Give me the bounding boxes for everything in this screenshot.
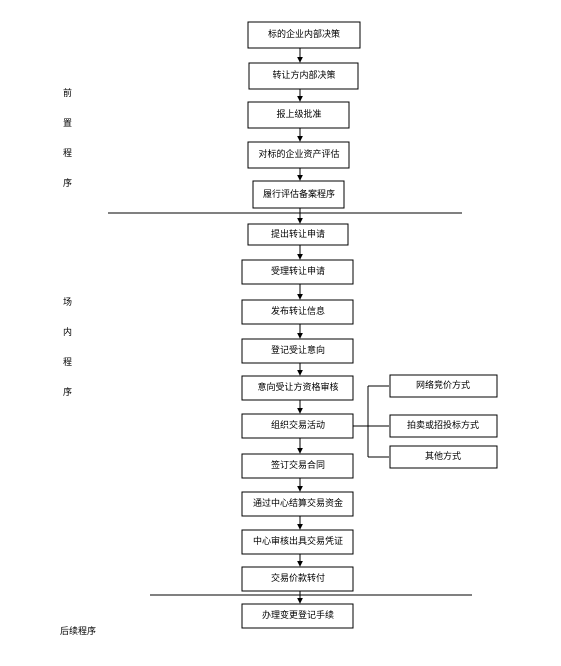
trade-method-box: 拍卖或招投标方式 — [389, 414, 498, 438]
stage-char: 置 — [63, 118, 72, 129]
step-label: 对标的企业资产评估 — [258, 148, 339, 160]
step-box: 签订交易合同 — [241, 453, 354, 479]
step-label: 办理变更登记手续 — [262, 609, 334, 621]
stage-char: 场 — [63, 297, 72, 308]
stage-label-onsite: 场 内 程 序 — [63, 297, 72, 398]
step-label: 通过中心结算交易资金 — [253, 497, 343, 509]
step-box: 通过中心结算交易资金 — [241, 491, 354, 517]
step-label: 签订交易合同 — [271, 459, 325, 471]
trade-method-label: 拍卖或招投标方式 — [407, 419, 479, 431]
step-box: 办理变更登记手续 — [241, 603, 354, 629]
step-box: 受理转让申请 — [241, 259, 354, 285]
stage-label-post: 后续程序 — [60, 625, 96, 637]
step-box: 履行评估备案程序 — [252, 180, 345, 209]
stage-char: 内 — [63, 326, 72, 338]
step-box: 交易价款转付 — [241, 566, 354, 592]
step-box: 发布转让信息 — [241, 299, 354, 325]
step-box: 对标的企业资产评估 — [247, 141, 350, 169]
trade-method-connectors — [353, 385, 389, 458]
step-box: 报上级批准 — [247, 101, 350, 129]
trade-method-box: 网络竞价方式 — [389, 374, 498, 398]
step-box: 组织交易活动 — [241, 413, 354, 439]
step-label: 登记受让意向 — [271, 344, 325, 356]
step-label: 标的企业内部决策 — [268, 28, 340, 40]
step-label: 履行评估备案程序 — [263, 188, 335, 200]
step-label: 报上级批准 — [276, 108, 321, 120]
step-box: 提出转让申请 — [247, 223, 349, 246]
step-box: 登记受让意向 — [241, 338, 354, 364]
stage-label-pre: 前 置 程 序 — [63, 87, 72, 189]
trade-method-label: 其他方式 — [425, 450, 461, 462]
step-box: 标的企业内部决策 — [247, 21, 361, 49]
stage-char: 程 — [63, 148, 72, 159]
stage-char: 程 — [63, 357, 72, 368]
step-label: 组织交易活动 — [271, 419, 325, 431]
step-box: 意向受让方资格审核 — [241, 375, 354, 401]
step-label: 中心审核出具交易凭证 — [253, 535, 343, 547]
trade-method-label: 网络竞价方式 — [416, 379, 470, 391]
step-label: 转让方内部决策 — [272, 69, 335, 81]
stage-char: 前 — [63, 87, 72, 99]
stage-char: 序 — [63, 386, 72, 398]
step-label: 受理转让申请 — [271, 265, 325, 277]
step-label: 提出转让申请 — [271, 228, 325, 240]
step-box: 转让方内部决策 — [248, 62, 359, 90]
trade-method-box: 其他方式 — [389, 445, 498, 469]
step-label: 交易价款转付 — [271, 572, 325, 584]
step-label: 意向受让方资格审核 — [257, 381, 338, 393]
step-label: 发布转让信息 — [271, 305, 325, 317]
step-box: 中心审核出具交易凭证 — [241, 529, 354, 555]
stage-char: 序 — [63, 177, 72, 189]
